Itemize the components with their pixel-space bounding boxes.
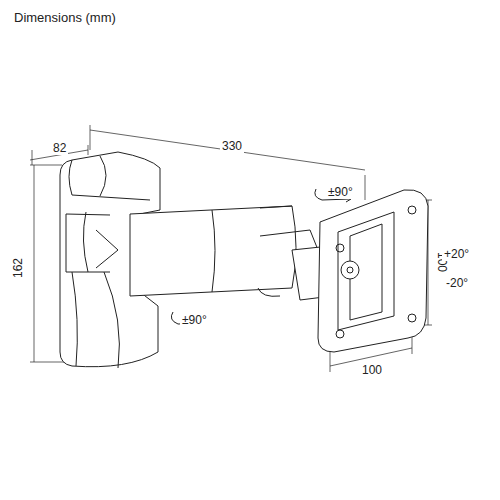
dimension-label: 330 bbox=[220, 139, 244, 153]
rotation-label: ±90° bbox=[326, 185, 355, 199]
dimension-label: 162 bbox=[11, 256, 25, 280]
dimension-label: 82 bbox=[51, 141, 68, 155]
tilt-label: +20° bbox=[442, 247, 471, 261]
dimension-label: 100 bbox=[360, 363, 384, 377]
tilt-label: -20° bbox=[444, 276, 470, 290]
diagram-title: Dimensions (mm) bbox=[14, 10, 116, 25]
rotation-label: ±90° bbox=[180, 313, 209, 327]
